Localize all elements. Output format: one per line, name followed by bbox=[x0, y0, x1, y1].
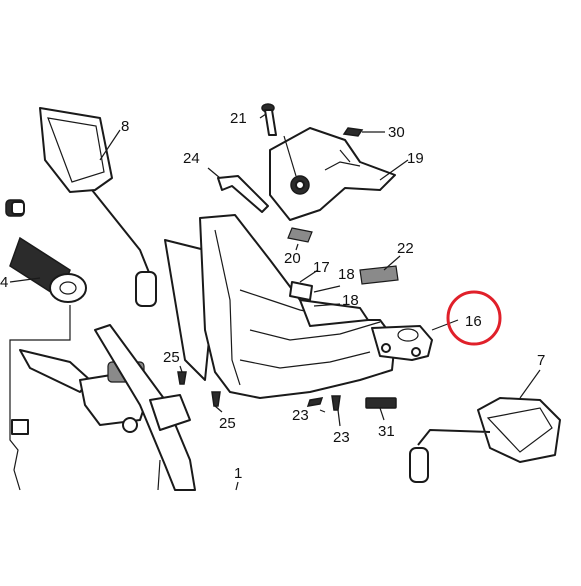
label-21: 21 bbox=[230, 110, 247, 127]
right-cover-16 bbox=[371, 319, 459, 361]
clip-18 bbox=[289, 269, 341, 307]
label-7: 7 bbox=[537, 352, 545, 369]
pad-20 bbox=[287, 227, 313, 251]
label-23a: 23 bbox=[292, 407, 309, 424]
bracket-24 bbox=[207, 167, 269, 213]
label-22: 22 bbox=[397, 240, 414, 257]
label-18b: 18 bbox=[342, 292, 359, 309]
label-20: 20 bbox=[284, 250, 301, 267]
label-8: 8 bbox=[121, 118, 129, 135]
fasteners bbox=[177, 365, 397, 491]
label-4: 4 bbox=[0, 274, 8, 291]
label-31: 31 bbox=[378, 423, 395, 440]
left-mirror bbox=[39, 107, 157, 307]
highlight-circle bbox=[446, 290, 502, 346]
label-25a: 25 bbox=[163, 349, 180, 366]
label-18a: 18 bbox=[338, 266, 355, 283]
label-19: 19 bbox=[407, 150, 424, 167]
label-25b: 25 bbox=[219, 415, 236, 432]
upper-cowl bbox=[269, 127, 409, 221]
handlebar bbox=[94, 324, 196, 491]
label-23b: 23 bbox=[333, 429, 350, 446]
label-30: 30 bbox=[388, 124, 405, 141]
bolt-21 bbox=[259, 103, 297, 177]
mount-22 bbox=[359, 255, 401, 285]
label-1: 1 bbox=[234, 465, 242, 482]
label-24: 24 bbox=[183, 150, 200, 167]
decal-30 bbox=[339, 127, 385, 163]
label-16: 16 bbox=[465, 313, 482, 330]
left-grip bbox=[5, 199, 87, 400]
front-cover bbox=[164, 214, 396, 399]
right-mirror bbox=[409, 369, 561, 483]
label-17: 17 bbox=[313, 259, 330, 276]
